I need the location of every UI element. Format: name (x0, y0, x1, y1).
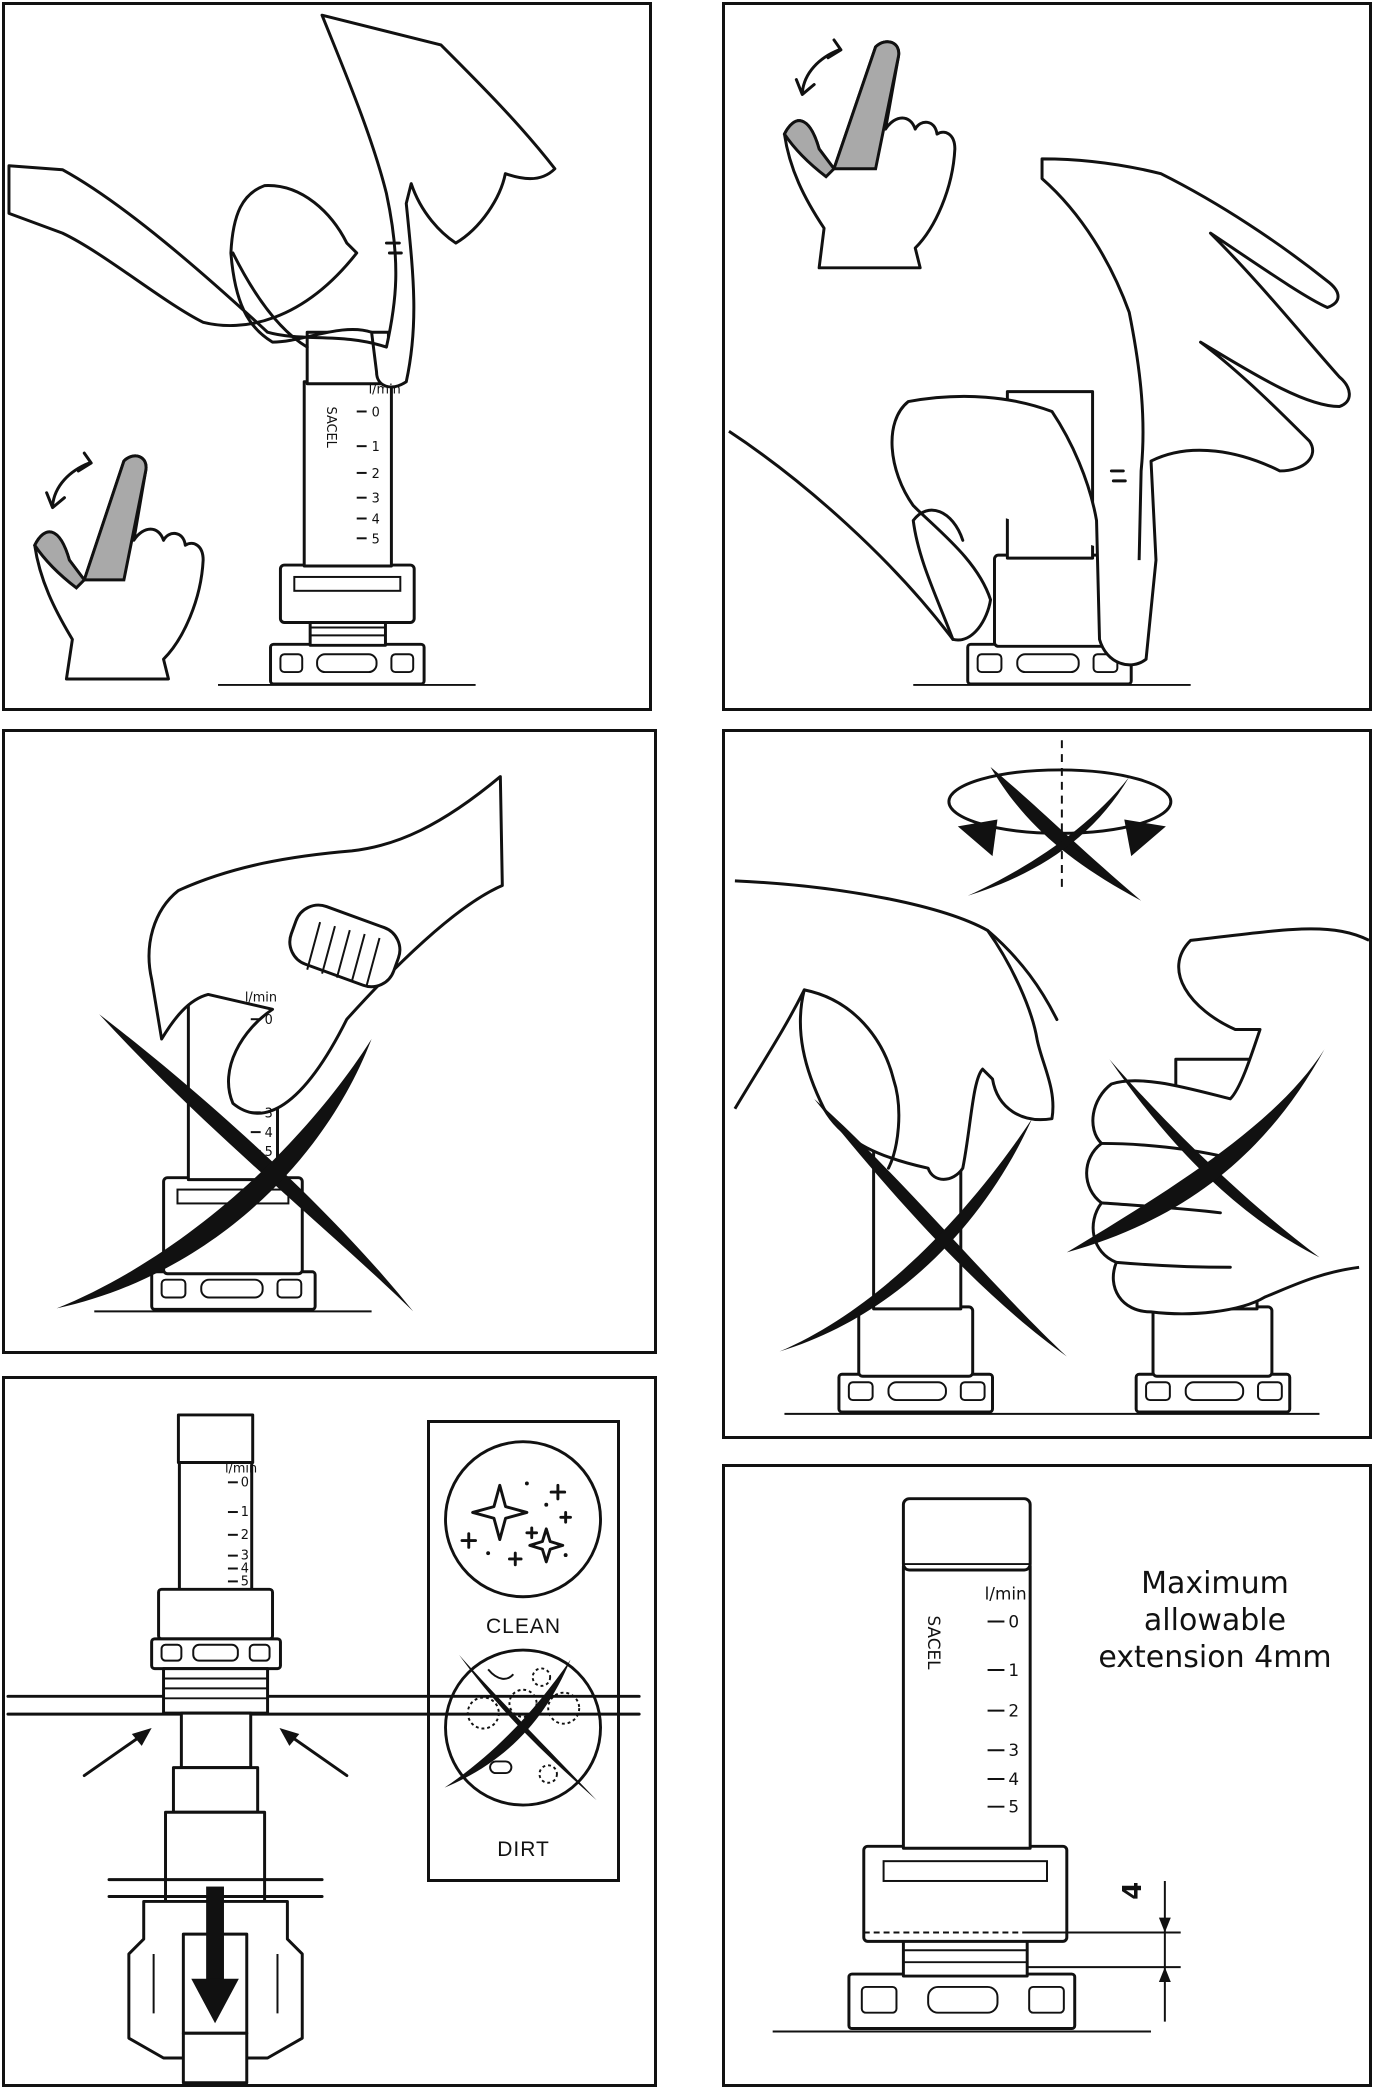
sparkle-icon (460, 1481, 572, 1567)
panel-hand-tighten-1: l/min 0 1 2 3 4 5 SACEL (2, 2, 652, 711)
gauge-unit-label: l/min (225, 1461, 257, 1476)
gauge-tick-2: 2 (372, 467, 380, 482)
rotate-arrows-icon (947, 740, 1173, 901)
gauge-scale-1: l/min 0 1 2 3 4 5 SACEL (323, 383, 401, 548)
note-line-2: allowable (1143, 1603, 1287, 1638)
max-extension-note: Maximum allowable extension 4mm (1075, 1565, 1355, 1676)
rotate-fingers-icon (33, 451, 205, 681)
gauge-tick-1: 1 (241, 1505, 249, 1520)
gauge-tick-5: 5 (1008, 1797, 1019, 1817)
cross-prohibition-icon (444, 1654, 597, 1801)
brand-logo: SACEL (924, 1616, 944, 1671)
gauge-unit-label: l/min (245, 990, 277, 1005)
wrench-adjuster (288, 903, 402, 989)
illustration-hand-tighten-2 (728, 38, 1351, 686)
clean-dirt-legend: CLEAN DIRT (427, 1420, 620, 1882)
gauge-tick-0: 0 (1008, 1611, 1019, 1631)
gauge-tick-2: 2 (1008, 1701, 1019, 1721)
gauge-tick-0: 0 (372, 405, 380, 420)
note-line-3: extension 4mm (1098, 1640, 1332, 1675)
arrow-down-icon (191, 1886, 239, 2024)
gauge-tick-4: 4 (265, 1126, 273, 1141)
note-line-1: Maximum (1141, 1566, 1289, 1601)
gauge-tick-3: 3 (265, 1106, 273, 1121)
illustration-no-wrench: l/min 0 3 4 5 (56, 775, 504, 1313)
cross-prohibition-icon (56, 1014, 414, 1312)
dimension-4mm: 4 (1027, 1880, 1181, 2022)
gauge-tick-5: 5 (241, 1574, 249, 1589)
panel-hand-tighten-2 (722, 2, 1372, 711)
illustration-no-twisting (733, 740, 1369, 1415)
dirt-label: DIRT (497, 1838, 550, 1861)
gauge-tick-5: 5 (372, 532, 380, 547)
dimension-label: 4 (1118, 1882, 1148, 1900)
gauge-tick-4: 4 (372, 512, 380, 527)
gauge-tick-4: 4 (1008, 1769, 1019, 1789)
gauge-unit-label: l/min (369, 383, 401, 398)
gauge-tick-1: 1 (372, 440, 380, 455)
gauge-tick-5: 5 (265, 1145, 273, 1160)
gauge-tick-4: 4 (241, 1561, 249, 1576)
panel-section-view: l/min 0 1 2 3 4 5 (2, 1376, 657, 2087)
gauge-tick-2: 2 (241, 1528, 249, 1543)
clean-label: CLEAN (485, 1615, 562, 1638)
gauge-scale-large: l/min 0 1 2 3 4 5 SACEL (924, 1584, 1027, 1817)
gauge-tick-1: 1 (1008, 1660, 1019, 1680)
gauge-tick-0: 0 (265, 1013, 273, 1028)
cross-prohibition-icon (779, 1098, 1067, 1357)
gauge-tick-0: 0 (241, 1475, 249, 1490)
panel-max-extension: l/min 0 1 2 3 4 5 SACEL 4 Maximum allowa… (722, 1464, 1372, 2087)
rotate-fingers-icon (782, 38, 957, 270)
gauge-tick-3: 3 (241, 1549, 249, 1564)
panel-no-twisting (722, 729, 1372, 1439)
gauge-tick-3: 3 (372, 492, 380, 507)
brand-logo: SACEL (323, 407, 338, 449)
illustration-max-extension: l/min 0 1 2 3 4 5 SACEL 4 (772, 1497, 1181, 2033)
illustration-hand-tighten-1: l/min 0 1 2 3 4 5 SACEL (7, 13, 557, 686)
gauge-tick-3: 3 (1008, 1740, 1019, 1760)
gauge-unit-label: l/min (985, 1584, 1027, 1604)
panel-no-wrench: l/min 0 3 4 5 (2, 729, 657, 1354)
